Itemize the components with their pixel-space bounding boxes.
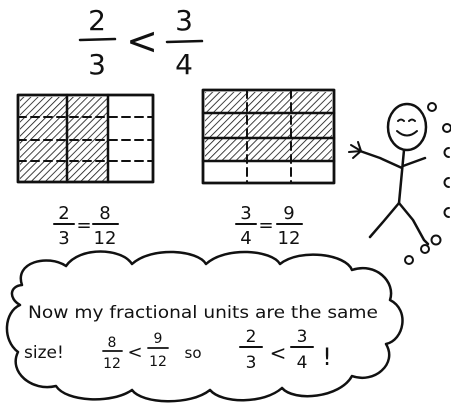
title-inequality: 2 3 < 3 4	[78, 4, 204, 81]
area-model-three-fourths	[201, 88, 336, 185]
speech-frac-3-num: 2	[246, 327, 257, 347]
speech-so-word: so	[185, 344, 202, 362]
figure-arm	[358, 149, 404, 170]
speech-size-word: size!	[24, 343, 64, 363]
caption-right-rhs-num: 9	[283, 203, 294, 224]
caption-three-fourths-equals-nine-twelfths: 3 4 = 9 12	[235, 203, 303, 249]
figure-leg	[368, 201, 401, 239]
thought-bubbles	[404, 102, 451, 265]
title-right-numerator: 3	[175, 4, 193, 37]
title-left-numerator: 2	[88, 4, 106, 37]
caption-two-thirds-equals-eight-twelfths: 2 3 = 8 12	[53, 203, 119, 249]
caption-left-num: 2	[58, 203, 69, 224]
caption-right-den: 4	[240, 228, 251, 249]
area-model-two-thirds	[16, 93, 155, 184]
speech-frac-4-num: 3	[297, 327, 308, 347]
figure-body	[397, 148, 406, 205]
caption-right-rhs-den: 12	[278, 228, 301, 249]
speech-less-than-2: <	[270, 341, 287, 365]
title-less-than: <	[126, 19, 158, 63]
stick-figure	[348, 102, 430, 246]
speech-line-1: Now my fractional units are the same	[28, 303, 378, 323]
speech-frac-3-den: 3	[246, 353, 257, 373]
caption-left-equals: =	[76, 215, 91, 236]
title-left-denominator: 3	[88, 48, 106, 81]
caption-left-rhs-den: 12	[94, 228, 117, 249]
speech-exclamation: !	[322, 343, 332, 371]
speech-cloud: Now my fractional units are the same siz…	[5, 250, 404, 403]
title-right-denominator: 4	[175, 48, 193, 81]
shaded-region	[205, 92, 332, 160]
figure-head	[386, 102, 428, 152]
cloud-outline	[5, 250, 404, 403]
speech-frac-1-num: 8	[108, 335, 117, 351]
caption-left-den: 3	[58, 228, 69, 249]
speech-frac-2-num: 9	[154, 331, 163, 347]
speech-frac-4-den: 4	[297, 353, 308, 373]
speech-frac-2-den: 12	[149, 354, 167, 370]
speech-less-than-1: <	[127, 342, 142, 363]
caption-right-num: 3	[240, 203, 251, 224]
caption-left-rhs-num: 8	[99, 203, 110, 224]
caption-right-equals: =	[258, 215, 273, 236]
speech-frac-1-den: 12	[103, 356, 121, 372]
